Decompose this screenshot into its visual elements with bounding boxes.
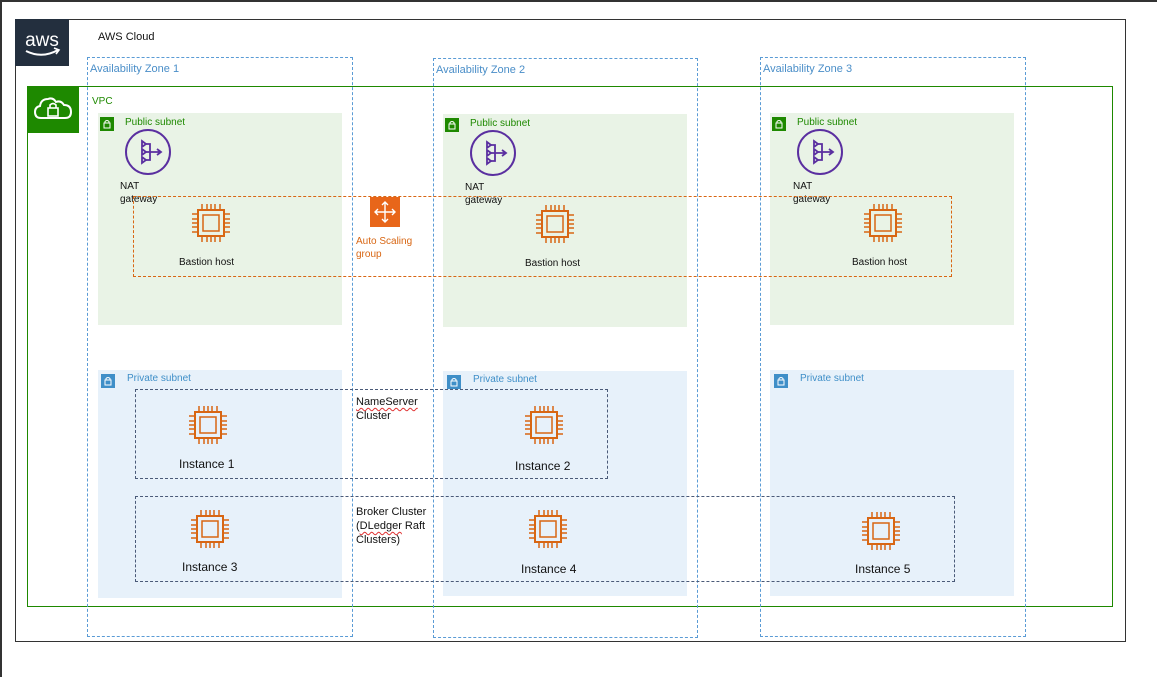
ec2-chip-icon bbox=[859, 509, 903, 558]
frame-top bbox=[0, 0, 1157, 2]
bastion-host-label: Bastion host bbox=[179, 257, 235, 268]
private-subnet-2 bbox=[443, 371, 687, 596]
private-subnet-label: Private subnet bbox=[127, 373, 191, 384]
aws-logo-text: aws bbox=[25, 30, 59, 51]
broker-cluster-label-part: DLedger bbox=[359, 520, 402, 532]
nat-gateway-icon bbox=[124, 129, 174, 184]
broker-cluster-label-line: (DLedger Raft bbox=[356, 519, 426, 533]
broker-cluster-label-line: Clusters) bbox=[356, 534, 401, 546]
bastion-host-label: Bastion host bbox=[852, 257, 908, 268]
broker-cluster-group bbox=[135, 496, 955, 582]
broker-cluster-label-line: Broker Cluster bbox=[356, 506, 427, 518]
availability-zone-label: Availability Zone 3 bbox=[763, 63, 853, 75]
instance-label: Instance 5 bbox=[855, 562, 911, 576]
broker-cluster-label-part: ( bbox=[356, 520, 360, 532]
nameserver-cluster-label-line: NameServer bbox=[356, 396, 418, 408]
public-subnet-label: Public subnet bbox=[125, 117, 186, 128]
bastion-host-label: Bastion host bbox=[525, 258, 581, 269]
nameserver-cluster-group bbox=[135, 389, 608, 479]
private-subnet-lock-icon bbox=[101, 374, 115, 388]
instance-label: Instance 1 bbox=[179, 457, 235, 471]
ec2-chip-icon bbox=[526, 507, 570, 556]
availability-zone-2 bbox=[433, 58, 698, 638]
public-subnet-3 bbox=[770, 113, 1014, 325]
aws-cloud-label: AWS Cloud bbox=[98, 31, 155, 43]
private-subnet-3 bbox=[770, 370, 1014, 596]
private-subnet-1 bbox=[98, 370, 342, 598]
instance-label: Instance 2 bbox=[515, 459, 571, 473]
instance-label: Instance 3 bbox=[182, 560, 238, 574]
nat-gateway-label: NAT gateway bbox=[793, 180, 830, 206]
nat-gateway-label-line: NAT bbox=[120, 181, 140, 192]
auto-scaling-group bbox=[133, 196, 952, 277]
ec2-chip-icon bbox=[861, 201, 905, 250]
auto-scaling-icon bbox=[370, 197, 400, 227]
public-subnet-label: Public subnet bbox=[797, 117, 858, 128]
private-subnet-label: Private subnet bbox=[800, 373, 864, 384]
public-subnet-lock-icon bbox=[445, 118, 459, 132]
broker-cluster-label-part: Raft bbox=[401, 520, 426, 532]
availability-zone-label: Availability Zone 1 bbox=[90, 63, 180, 75]
nat-gateway-label-line: NAT bbox=[793, 181, 813, 192]
ec2-chip-icon bbox=[189, 201, 233, 250]
nat-gateway-label: NAT gateway bbox=[465, 181, 502, 207]
public-subnet-label: Public subnet bbox=[470, 118, 531, 129]
auto-scaling-label-line: group bbox=[356, 249, 382, 260]
vpc-cloud-lock-icon bbox=[27, 86, 79, 133]
frame-left bbox=[0, 0, 2, 677]
public-subnet-lock-icon bbox=[772, 117, 786, 131]
nat-gateway-label-line: NAT bbox=[465, 182, 485, 193]
public-subnet-lock-icon bbox=[100, 117, 114, 131]
ec2-chip-icon bbox=[186, 403, 230, 452]
nat-gateway-icon bbox=[469, 130, 519, 185]
ec2-chip-icon bbox=[522, 403, 566, 452]
nat-gateway-label-line: gateway bbox=[120, 194, 158, 205]
auto-scaling-label: Auto Scaling group bbox=[356, 235, 412, 261]
nat-gateway-label-line: gateway bbox=[465, 195, 503, 206]
availability-zone-label: Availability Zone 2 bbox=[436, 64, 526, 76]
nat-gateway-icon bbox=[796, 129, 846, 184]
aws-cloud-group bbox=[15, 19, 1126, 642]
aws-logo-icon: aws bbox=[15, 19, 69, 66]
public-subnet-1 bbox=[98, 113, 342, 325]
private-subnet-lock-icon bbox=[774, 374, 788, 388]
nat-gateway-label-line: gateway bbox=[793, 194, 831, 205]
public-subnet-2 bbox=[443, 114, 687, 327]
vpc-label: VPC bbox=[92, 96, 113, 107]
ec2-chip-icon bbox=[533, 202, 577, 251]
ec2-chip-icon bbox=[188, 507, 232, 556]
instance-label: Instance 4 bbox=[521, 562, 577, 576]
availability-zone-3 bbox=[760, 57, 1026, 637]
availability-zone-1 bbox=[87, 57, 353, 637]
auto-scaling-label-line: Auto Scaling bbox=[356, 236, 413, 247]
nat-gateway-label: NAT gateway bbox=[120, 180, 157, 206]
private-subnet-label: Private subnet bbox=[473, 374, 537, 385]
private-subnet-lock-icon bbox=[447, 375, 461, 389]
nameserver-cluster-label-line: Cluster bbox=[356, 410, 391, 422]
vpc-group bbox=[27, 86, 1113, 607]
